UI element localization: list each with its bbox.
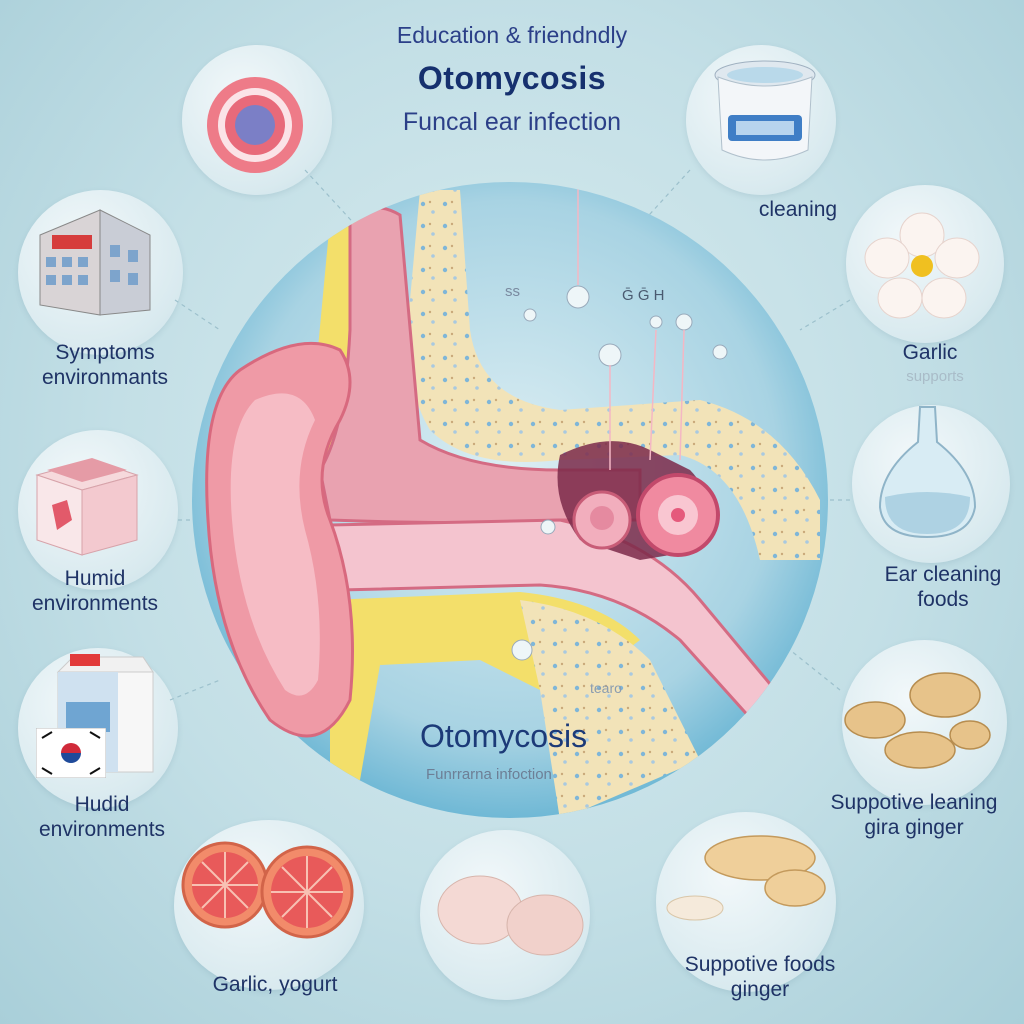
center-mark-1: ss — [505, 283, 520, 300]
label-garlic-faint: supports — [906, 368, 964, 385]
label-humid-1-line2: environments — [31, 592, 159, 615]
label-supportive-ginger-line1: Suppotive leaning — [830, 791, 998, 814]
lower-bone — [520, 600, 700, 818]
droplets — [511, 285, 728, 661]
flower-icon — [864, 212, 980, 319]
label-garlic: Garlic — [902, 341, 958, 364]
center-subtitle: Funrrarna infoction — [426, 766, 552, 783]
label-symptoms: Symptoms environmants — [20, 340, 190, 390]
box-icon — [35, 458, 139, 556]
label-supportive-foods: Suppotive foods ginger — [650, 952, 870, 1002]
center-mark-3: tearo — [590, 680, 622, 696]
label-supportive-ginger-line2: gira ginger — [864, 816, 964, 839]
center-title: Otomycosis — [420, 718, 588, 754]
building-icon — [39, 209, 151, 316]
connector-lines — [169, 169, 851, 701]
label-ear-cleaning-line1: Ear cleaning — [884, 563, 1002, 586]
label-ear-cleaning: Ear cleaning foods — [862, 562, 1024, 612]
ginger-icon — [844, 672, 991, 769]
header-tagline: Education & friendndly — [396, 22, 628, 48]
label-humid-2-line1: Hudid — [74, 793, 130, 816]
label-humid-2: Hudid environments — [12, 792, 192, 842]
label-cleaning: cleaning — [758, 198, 838, 221]
page-subtitle: Funcal ear infection — [402, 108, 622, 136]
garlic-icon — [437, 875, 584, 956]
jar-icon — [714, 60, 816, 161]
ginger-root-icon — [666, 835, 826, 921]
label-humid-1: Humid environments — [10, 566, 180, 616]
label-supportive-foods-line1: Suppotive foods — [684, 953, 836, 976]
label-garlic-yogurt: Garlic, yogurt — [212, 973, 338, 996]
label-humid-2-line2: environments — [38, 818, 166, 841]
ear-canal-icon — [207, 77, 303, 173]
label-symptoms-line1: Symptoms — [55, 341, 155, 364]
korea-flag-icon — [36, 728, 106, 778]
label-ear-cleaning-line2: foods — [917, 588, 969, 611]
temporal-bone — [407, 190, 820, 560]
center-mark-2: Ḡ Ḡ H — [622, 287, 665, 304]
page-title: Otomycosis — [417, 60, 607, 96]
oil-drop-icon — [878, 406, 977, 539]
label-supportive-ginger: Suppotive leaning gira ginger — [804, 790, 1024, 840]
label-symptoms-line2: environmants — [41, 366, 169, 389]
label-humid-1-line1: Humid — [64, 567, 126, 590]
outer-ear-inner — [230, 393, 320, 696]
label-supportive-foods-line2: ginger — [730, 978, 790, 1001]
grapefruit-icon — [181, 841, 354, 939]
